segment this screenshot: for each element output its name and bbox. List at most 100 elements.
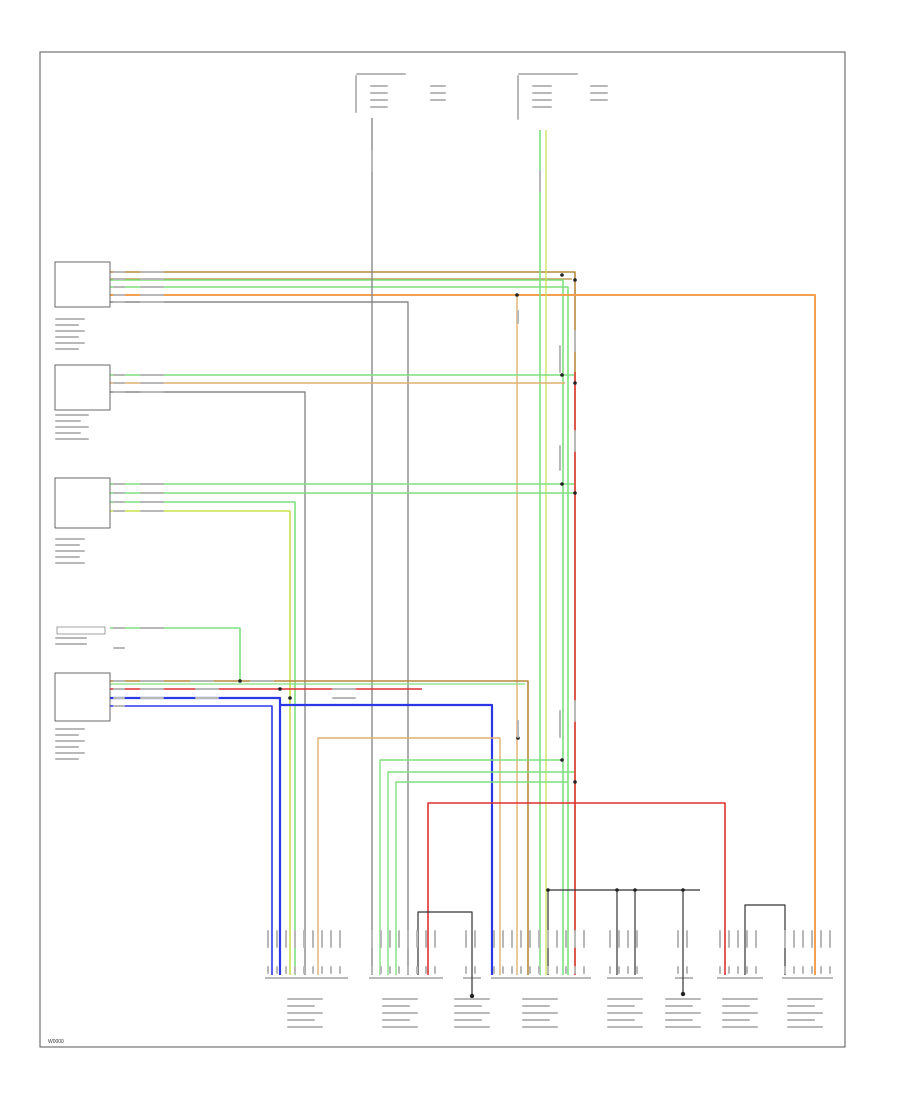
junction-dot bbox=[573, 780, 577, 784]
central-junction-box-pin-label bbox=[583, 930, 585, 948]
central-junction-box-pin-label bbox=[493, 930, 495, 948]
front-wheel-sensor-pin-label bbox=[728, 930, 730, 948]
rear-wheel-sensor-pin-label bbox=[811, 930, 813, 948]
rear-wheel-sensor-pin-label bbox=[802, 930, 804, 948]
wire-color-label bbox=[190, 680, 214, 682]
pin-number-text bbox=[113, 510, 125, 512]
front-wheel-sensor-terminal bbox=[737, 966, 739, 974]
central-junction-box-pin-label bbox=[574, 930, 576, 948]
data-link-connector-lower-pin-label bbox=[389, 930, 391, 948]
ground-point-pin-label bbox=[677, 930, 679, 948]
pin-number-text bbox=[113, 501, 125, 503]
data-link-connector-lower-terminal bbox=[407, 966, 409, 974]
front-wheel-sensor-terminal bbox=[719, 966, 721, 974]
junction-dot bbox=[546, 888, 550, 892]
network-pin-label bbox=[532, 85, 552, 87]
data-link-connector-lower-pin-label bbox=[371, 930, 373, 948]
steering-angle-sensor-terminal bbox=[321, 966, 323, 974]
data-link-note bbox=[430, 85, 446, 87]
central-junction-box-terminal bbox=[502, 966, 504, 974]
abs-yellow-wire bbox=[110, 510, 291, 975]
data-link-connector-lower-label-text bbox=[382, 1012, 418, 1014]
pin-number-text bbox=[113, 278, 125, 280]
green-bus-wire-2 bbox=[387, 771, 575, 975]
front-wheel-sensor-label-text bbox=[722, 1026, 758, 1028]
front-wheel-sensor-terminal bbox=[728, 966, 730, 974]
red-power-wire bbox=[427, 802, 726, 975]
network-pin-label bbox=[532, 99, 552, 101]
data-link-pin-label bbox=[370, 92, 388, 94]
vertical-wire-label bbox=[574, 700, 576, 722]
steering-angle-sensor-terminal bbox=[312, 966, 314, 974]
vertical-wire-label bbox=[517, 310, 519, 324]
rear-wheel-sensor-terminal bbox=[829, 966, 831, 974]
junction-dot bbox=[560, 373, 564, 377]
data-link-connector-lower-terminal bbox=[380, 966, 382, 974]
junction-dot bbox=[288, 696, 292, 700]
junction-dot bbox=[573, 278, 577, 282]
front-wheel-sensor-label-text bbox=[722, 998, 758, 1000]
airbag-label-text bbox=[55, 746, 79, 748]
pin-number-text bbox=[113, 688, 125, 690]
stop-lamp-switch-label-text bbox=[454, 998, 490, 1000]
stop-lamp-switch-label-text bbox=[454, 1012, 490, 1014]
central-junction-box-pin-label bbox=[556, 930, 558, 948]
tcm-label-text bbox=[55, 420, 81, 422]
data-link-connector-lower-terminal bbox=[434, 966, 436, 974]
data-link-connector-lower-pin-label bbox=[434, 930, 436, 948]
data-link-connector-bracket bbox=[355, 75, 357, 113]
front-wheel-sensor-label-text bbox=[722, 1005, 750, 1007]
airbag-label-text bbox=[55, 758, 79, 760]
steering-angle-sensor-pin-label bbox=[312, 930, 314, 948]
pin-number-text bbox=[113, 492, 125, 494]
wire-color-label bbox=[140, 697, 164, 699]
steering-angle-sensor-terminal bbox=[339, 966, 341, 974]
pin-number-text bbox=[113, 391, 125, 393]
front-wheel-sensor-pin-label bbox=[719, 930, 721, 948]
orange-bus-wire bbox=[317, 737, 501, 975]
steering-angle-sensor-pin-label bbox=[267, 930, 269, 948]
rear-wheel-sensor-terminal bbox=[802, 966, 804, 974]
ground-symbol bbox=[680, 991, 686, 997]
central-junction-box-label-text bbox=[522, 1026, 558, 1028]
abs-label-text bbox=[55, 550, 85, 552]
wire-color-label bbox=[140, 271, 164, 273]
yaw-rate-sensor-pin-label bbox=[627, 930, 629, 948]
steering-angle-sensor-terminal bbox=[303, 966, 305, 974]
network-note bbox=[590, 92, 608, 94]
ground-point-pin-label bbox=[686, 930, 688, 948]
steering-angle-sensor-pin-label bbox=[321, 930, 323, 948]
central-junction-box-terminal bbox=[547, 966, 549, 974]
network-connector-label bbox=[518, 73, 578, 75]
steering-angle-sensor-terminal bbox=[267, 966, 269, 974]
stop-lamp-terminal bbox=[469, 993, 475, 999]
steering-angle-sensor-terminal bbox=[276, 966, 278, 974]
stop-lamp-switch-label-text bbox=[454, 1026, 490, 1028]
data-link-connector-lower-terminal bbox=[371, 966, 373, 974]
yaw-rate-sensor-terminal bbox=[636, 966, 638, 974]
data-link-connector-lower-label-text bbox=[382, 998, 418, 1000]
pin-number-text bbox=[113, 627, 125, 629]
central-junction-box-terminal bbox=[574, 966, 576, 974]
ecm-gray-wire bbox=[110, 301, 409, 975]
tcm-label-text bbox=[55, 438, 89, 440]
front-wheel-sensor-terminal bbox=[746, 966, 748, 974]
data-link-connector-label bbox=[356, 73, 406, 75]
stop-lamp-switch-terminal bbox=[465, 966, 467, 974]
front-wheel-sensor-pin-label bbox=[755, 930, 757, 948]
ecm-can-low-wire bbox=[110, 279, 564, 975]
transmission-control-module-box bbox=[54, 364, 111, 411]
wires-layer bbox=[110, 118, 816, 995]
central-junction-box-label-text bbox=[522, 1012, 558, 1014]
central-junction-box-terminal bbox=[538, 966, 540, 974]
front-wheel-sensor-terminal bbox=[755, 966, 757, 974]
airbag-label-text bbox=[55, 728, 85, 730]
rear-wheel-sensor-terminal bbox=[793, 966, 795, 974]
data-link-connector-lower-pin-label bbox=[398, 930, 400, 948]
wire-color-label bbox=[140, 483, 164, 485]
wire-color-label bbox=[140, 294, 164, 296]
pin-number-text bbox=[113, 483, 125, 485]
network-pin-label bbox=[532, 106, 552, 108]
central-junction-box-terminal bbox=[556, 966, 558, 974]
central-junction-box-pin-label bbox=[565, 930, 567, 948]
